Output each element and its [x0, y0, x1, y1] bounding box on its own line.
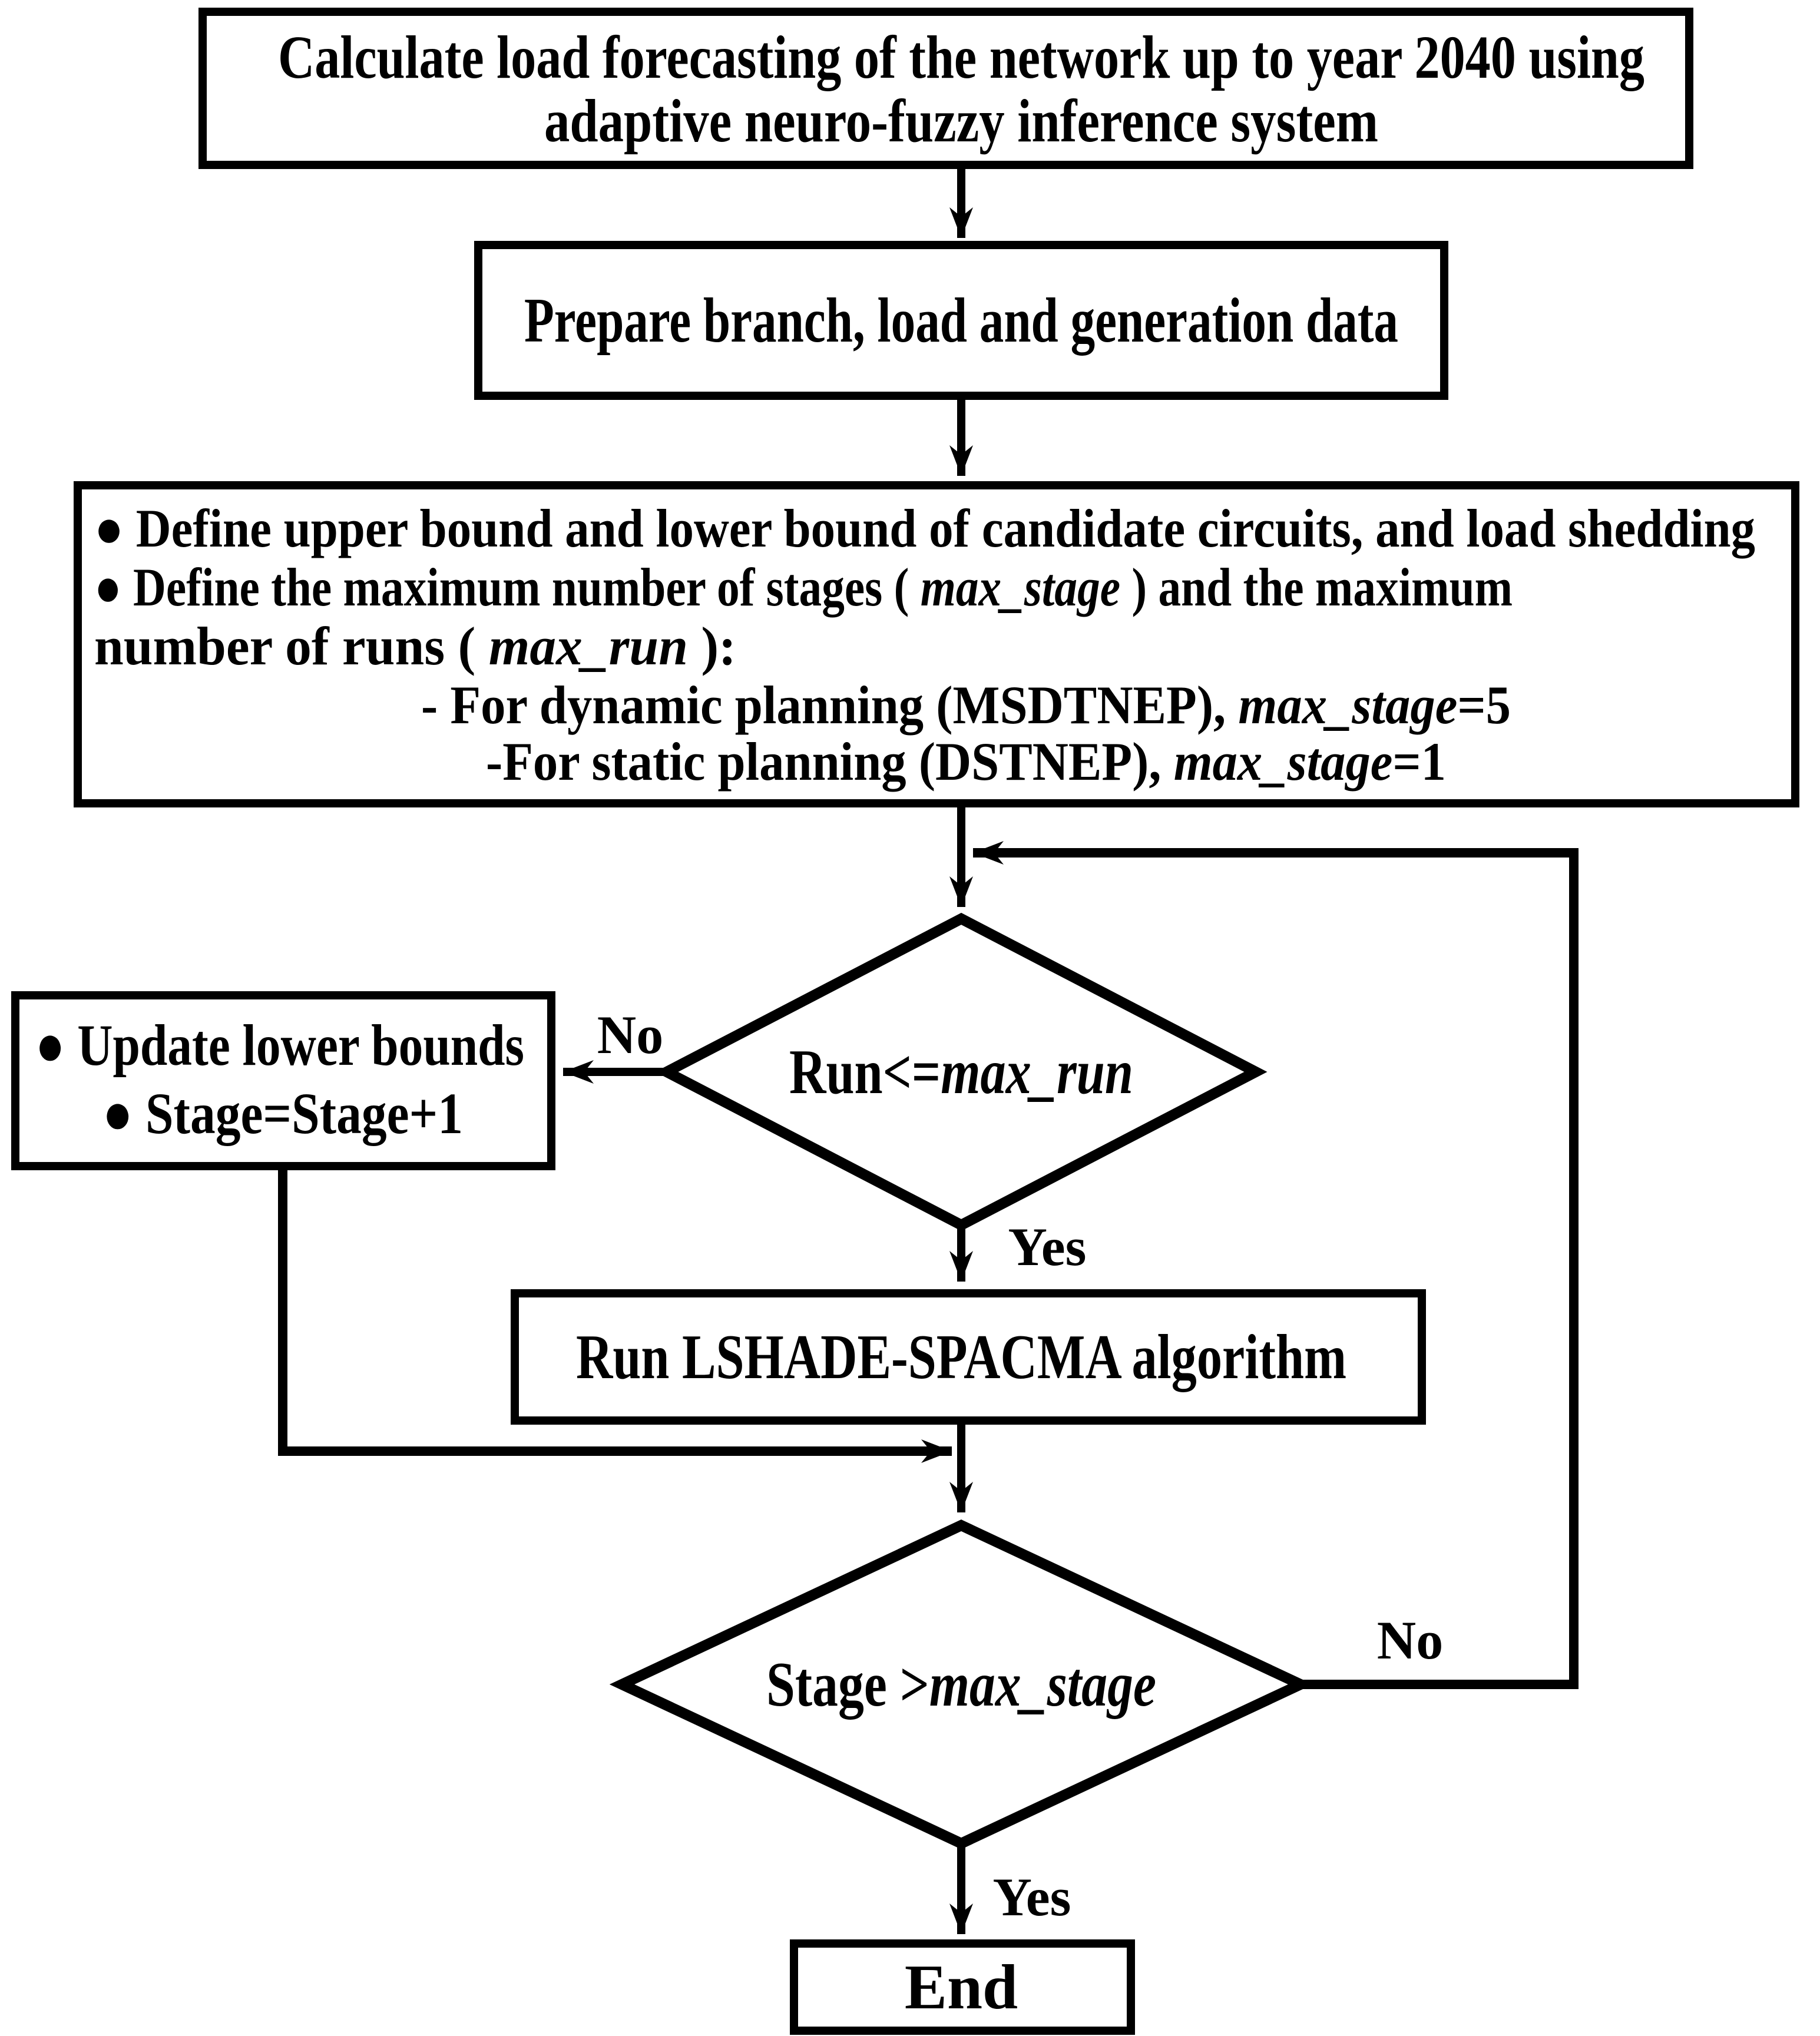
stage-decision-yes-label: Yes — [993, 1867, 1071, 1927]
node-update-box — [11, 991, 555, 1170]
define-bullet2-pre: ● Define the maximum number of stages ( — [94, 557, 921, 617]
update-bullet1: ● Update lower bounds — [35, 1012, 524, 1078]
run-decision-pre: Run<= — [789, 1037, 941, 1107]
node-end-box — [790, 1939, 1135, 2035]
run-decision-yes-label: Yes — [1008, 1217, 1087, 1277]
define-dynamic-line: - For dynamic planning (MSDTNEP), max_st… — [421, 675, 1511, 735]
stage-decision-no-label: No — [1377, 1610, 1443, 1670]
define-line3: number of runs ( max_run ): — [94, 616, 736, 676]
node-start-box — [198, 8, 1693, 169]
run-decision-no-label: No — [597, 1005, 663, 1065]
define-bullet1: ● Define upper bound and lower bound of … — [94, 498, 1755, 558]
stage-decision-pre: Stage > — [766, 1650, 929, 1720]
lshade-text: Run LSHADE-SPACMA algorithm — [576, 1322, 1346, 1392]
define-static-italic: max_stage — [1174, 731, 1393, 792]
line-update-to-junction — [278, 1166, 952, 1463]
run-decision-text: Run<=max_run — [789, 1037, 1133, 1107]
stage-decision-italic: max_stage — [929, 1650, 1156, 1720]
node-stage-decision-diamond — [609, 1519, 1313, 1849]
node-define-box — [74, 481, 1799, 807]
loop-no-line-stage-to-run — [973, 841, 1579, 1689]
define-line3-post: ): — [688, 616, 736, 676]
stage-decision-text: Stage >max_stage — [766, 1650, 1156, 1720]
define-static-pre: -For static planning (DSTNEP), — [486, 731, 1174, 792]
define-dynamic-italic: max_stage — [1238, 675, 1457, 735]
end-text: End — [905, 1952, 1018, 2022]
run-decision-italic: max_run — [941, 1037, 1133, 1107]
define-static-post: =1 — [1392, 731, 1446, 792]
define-line3-pre: number of runs ( — [94, 616, 489, 676]
define-bullet2-italic: max_stage — [921, 557, 1120, 617]
node-run-decision-diamond — [655, 912, 1268, 1231]
define-dynamic-pre: - For dynamic planning (MSDTNEP), — [421, 675, 1238, 735]
define-dynamic-post: =5 — [1457, 675, 1511, 735]
define-static-line: -For static planning (DSTNEP), max_stage… — [486, 731, 1446, 792]
update-bullet2: ● Stage=Stage+1 — [102, 1081, 463, 1146]
define-bullet2: ● Define the maximum number of stages ( … — [94, 557, 1513, 617]
node-prepare-box — [474, 241, 1448, 400]
prepare-text: Prepare branch, load and generation data — [524, 286, 1398, 356]
node-lshade-box — [511, 1289, 1426, 1425]
start-text-line1: Calculate load forecasting of the networ… — [278, 24, 1644, 91]
start-text-line2: adaptive neuro-fuzzy inference system — [544, 87, 1378, 155]
define-bullet2-post: ) and the maximum — [1120, 557, 1513, 617]
define-line3-italic: max_run — [489, 616, 688, 676]
